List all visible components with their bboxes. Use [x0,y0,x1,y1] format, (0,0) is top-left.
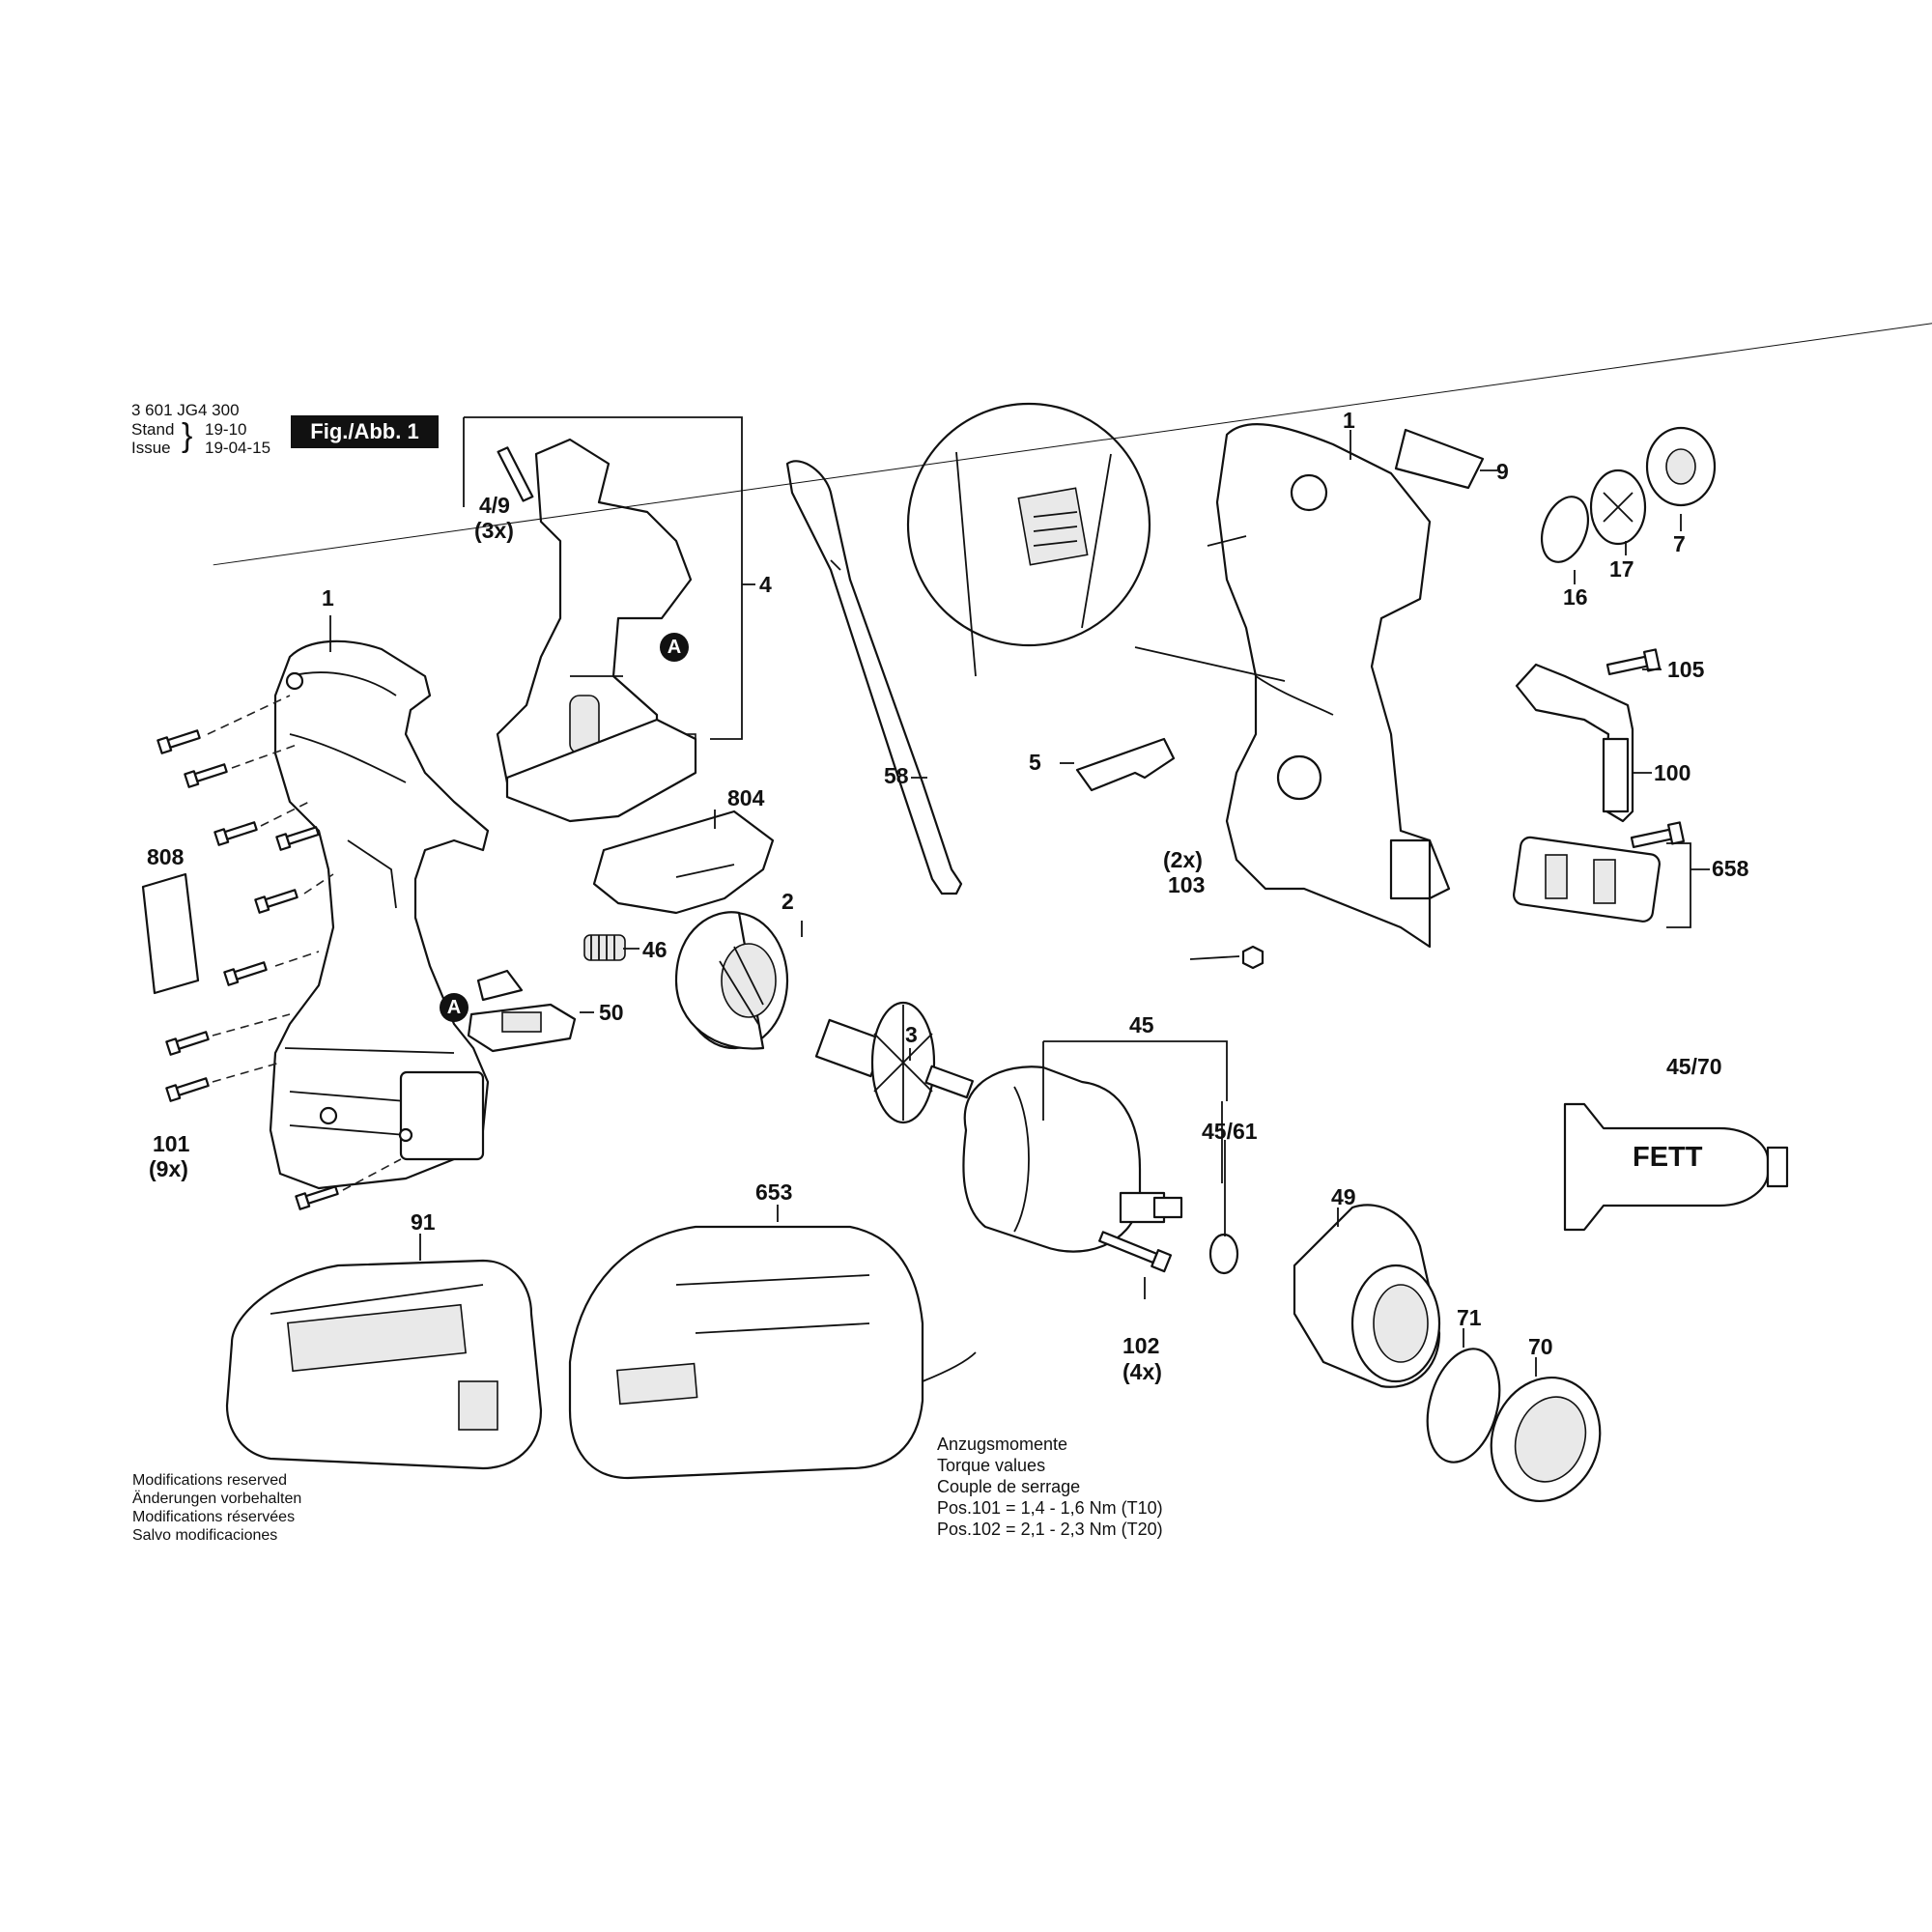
note-line-es: Salvo modificaciones [132,1526,278,1544]
note-line-en: Modifications reserved [132,1472,288,1489]
fett-label: FETT [1633,1142,1703,1173]
callout-102-qty: (4x) [1122,1359,1162,1384]
ring-71 [1426,1348,1501,1463]
callout-4: 4 [759,572,772,597]
screw-658 [1630,821,1686,848]
housing-right-half [1207,423,1451,949]
callout-103: 103 [1168,872,1206,897]
callout-653: 653 [755,1179,793,1205]
callout-7: 7 [1673,531,1686,556]
bracket-45 [1042,1040,1228,1121]
cover-7 [1645,426,1717,507]
torque-row-101: Pos.101 = 1,4 - 1,6 Nm (T10) [937,1497,1163,1518]
clip-5 [1075,737,1176,792]
bit-holder-658 [1513,836,1661,923]
issue-label: Issue [131,439,171,457]
brace-icon: } [182,417,193,454]
callout-105: 105 [1667,657,1705,682]
callout-71: 71 [1457,1305,1482,1330]
callout-808: 808 [147,844,185,869]
stand-value: 19-10 [205,421,1932,438]
callout-70: 70 [1528,1334,1553,1359]
callout-45: 45 [1129,1012,1154,1037]
callout-658: 658 [1712,856,1749,881]
callout-2: 2 [781,889,794,914]
label-sticker-9 [1394,428,1485,490]
label-sticker-808 [141,872,200,995]
torque-values-block: Anzugsmomente Torque values Couple de se… [937,1435,1163,1541]
spring-46 [583,934,626,961]
callout-45-61: 45/61 [1202,1119,1258,1144]
ring-45-61 [1208,1233,1239,1275]
callout-50: 50 [599,1000,624,1025]
lanyard-strap-58 [785,460,963,895]
issue-value: 19-04-15 [205,439,271,457]
torque-row-102: Pos.102 = 2,1 - 2,3 Nm (T20) [937,1519,1163,1539]
disc-16 [1541,496,1589,563]
callout-45-70: 45/70 [1666,1054,1722,1079]
bracket-658 [1666,842,1691,928]
switch-module [496,438,697,823]
callout-5: 5 [1029,750,1041,775]
callout-1-left: 1 [322,585,334,611]
marker-a-lower: A [440,993,469,1022]
part-17 [1589,469,1647,546]
gear-housing-45 [962,1065,1183,1253]
callout-9: 9 [1496,459,1509,484]
charger-653 [568,1225,977,1480]
rotor-3 [814,1001,975,1124]
callout-4-9: 4/9 [479,493,510,518]
callout-103-qty: (2x) [1163,847,1203,872]
torque-heading-en: Torque values [937,1455,1046,1475]
battery-pack-91 [225,1259,543,1470]
note-line-de: Änderungen vorbehalten [132,1490,302,1507]
leader-lines [329,430,1710,1377]
figure-label: Fig./Abb. 1 [291,415,439,448]
callout-46: 46 [642,937,668,962]
belt-clip-100 [1515,663,1634,823]
callout-16: 16 [1563,584,1588,610]
callout-100: 100 [1654,760,1691,785]
callout-91: 91 [411,1209,436,1235]
callout-102: 102 [1122,1333,1160,1358]
callout-804: 804 [727,785,765,810]
note-line-fr: Modifications réservées [132,1508,296,1525]
nut-103 [1241,945,1264,970]
callout-1-right: 1 [1343,408,1355,433]
part-number: 3 601 JG4 300 [131,401,240,419]
stand-label: Stand [131,420,175,439]
torque-heading-de: Anzugsmomente [937,1435,1068,1454]
screw-102 [1098,1231,1173,1273]
screw-105 [1605,648,1662,675]
cap-70 [1490,1376,1602,1503]
bracket-4 [464,416,743,740]
housing-left-half [269,639,490,1190]
torque-heading-fr: Couple de serrage [937,1476,1081,1496]
modifications-note: Modifications reserved Änderungen vorbeh… [132,1472,301,1546]
detail-zoom-circle [906,402,1286,682]
callout-17: 17 [1609,556,1634,582]
callout-101: 101 [153,1131,190,1156]
callout-58: 58 [884,763,909,788]
switch-button-50 [467,969,577,1053]
callout-4-9-qty: (3x) [474,518,514,543]
stator-2 [674,911,789,1050]
marker-a-upper: A [660,633,689,662]
nose-cap-49 [1293,1204,1441,1388]
callout-3: 3 [905,1022,918,1047]
callout-101-qty: (9x) [149,1156,188,1181]
contact-plate-804 [592,810,775,915]
pin-4-9 [497,446,534,502]
grease-tube-45-70 [1563,1102,1789,1232]
screws-101 [156,695,402,1210]
callout-49: 49 [1331,1184,1356,1209]
